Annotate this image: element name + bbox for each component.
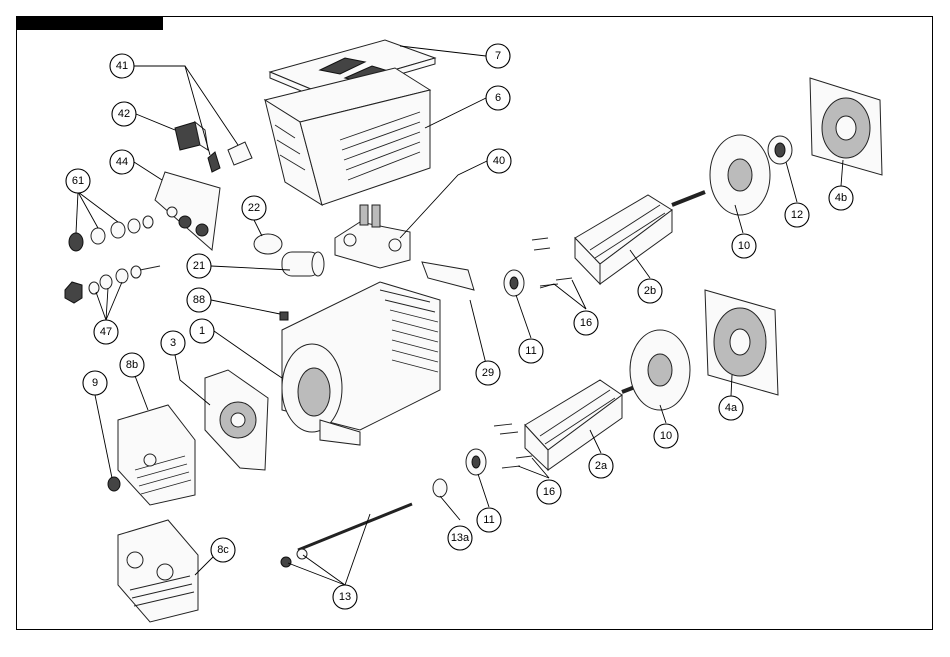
callout-label: 88 [193,294,205,306]
callout-40: 40 [487,149,511,173]
callout-label: 6 [495,92,501,104]
callout-12: 12 [785,203,809,227]
callout-7: 7 [486,44,510,68]
callout-label: 16 [543,486,555,498]
part-61-set [69,216,153,251]
callout-8c: 8c [211,538,235,562]
part-end-brackets [705,78,882,395]
callout-2a: 2a [589,454,613,478]
callout-6: 6 [486,86,510,110]
callout-label: 22 [248,202,260,214]
callout-13a: 13a [448,526,472,550]
callout-label: 11 [525,345,536,357]
callout-label: 21 [193,260,205,272]
part-end-shield [205,370,268,470]
part-spacer-13a [433,479,447,497]
callout-label: 11 [483,514,494,526]
part-housing [265,68,430,205]
part-cover-8c [118,520,198,622]
part-cover-8b [118,405,195,505]
callout-label: 13a [451,532,470,544]
callout-41: 41 [110,54,134,78]
part-rotor-2b [575,192,705,284]
callout-label: 8b [126,359,138,371]
callout-label: 3 [170,337,176,349]
callout-label: 7 [495,50,501,62]
part-terminal-plate [155,172,220,250]
part-connectors [175,122,252,172]
callout-9: 9 [83,371,107,395]
callout-4b: 4b [829,186,853,210]
callout-61: 61 [66,169,90,193]
callout-label: 42 [118,108,130,120]
callout-label: 29 [482,367,494,379]
part-regulator [335,205,410,268]
part-47-set [65,266,160,303]
callout-44: 44 [110,150,134,174]
callout-label: 61 [72,175,84,187]
part-stator-frame [282,282,440,445]
callout-label: 4b [835,192,847,204]
callout-label: 40 [493,155,505,167]
callout-10-upper: 10 [732,234,756,258]
callout-1: 1 [190,319,214,343]
callout-label: 44 [116,156,128,168]
callout-8b: 8b [120,353,144,377]
callout-label: 47 [100,326,112,338]
part-bracket-29 [422,262,474,290]
callout-label: 4a [725,402,738,414]
callout-label: 16 [580,317,592,329]
part-rotor-2a [525,380,640,470]
callout-label: 10 [660,430,672,442]
callout-16-upper: 16 [574,311,598,335]
callout-3: 3 [161,331,185,355]
part-pin-88 [280,312,288,320]
callout-label: 13 [339,591,351,603]
callout-88: 88 [187,288,211,312]
callout-label: 9 [92,377,98,389]
part-cap-9 [108,477,120,491]
callout-label: 41 [116,60,128,72]
callout-16-lower: 16 [537,480,561,504]
callout-29: 29 [476,361,500,385]
callout-21: 21 [187,254,211,278]
callout-11-lower: 11 [477,508,501,532]
callout-13: 13 [333,585,357,609]
callout-22: 22 [242,196,266,220]
part-tie-rod [281,504,412,567]
callout-2b: 2b [638,279,662,303]
callout-11-upper: 11 [519,339,543,363]
callout-4a: 4a [719,396,743,420]
callout-42: 42 [112,102,136,126]
callout-10-lower: 10 [654,424,678,448]
callout-label: 8c [217,544,229,556]
callout-47: 47 [94,320,118,344]
callout-label: 1 [199,325,205,337]
callout-label: 2a [595,460,608,472]
callout-label: 10 [738,240,750,252]
callout-label: 2b [644,285,656,297]
callout-label: 12 [791,209,803,221]
